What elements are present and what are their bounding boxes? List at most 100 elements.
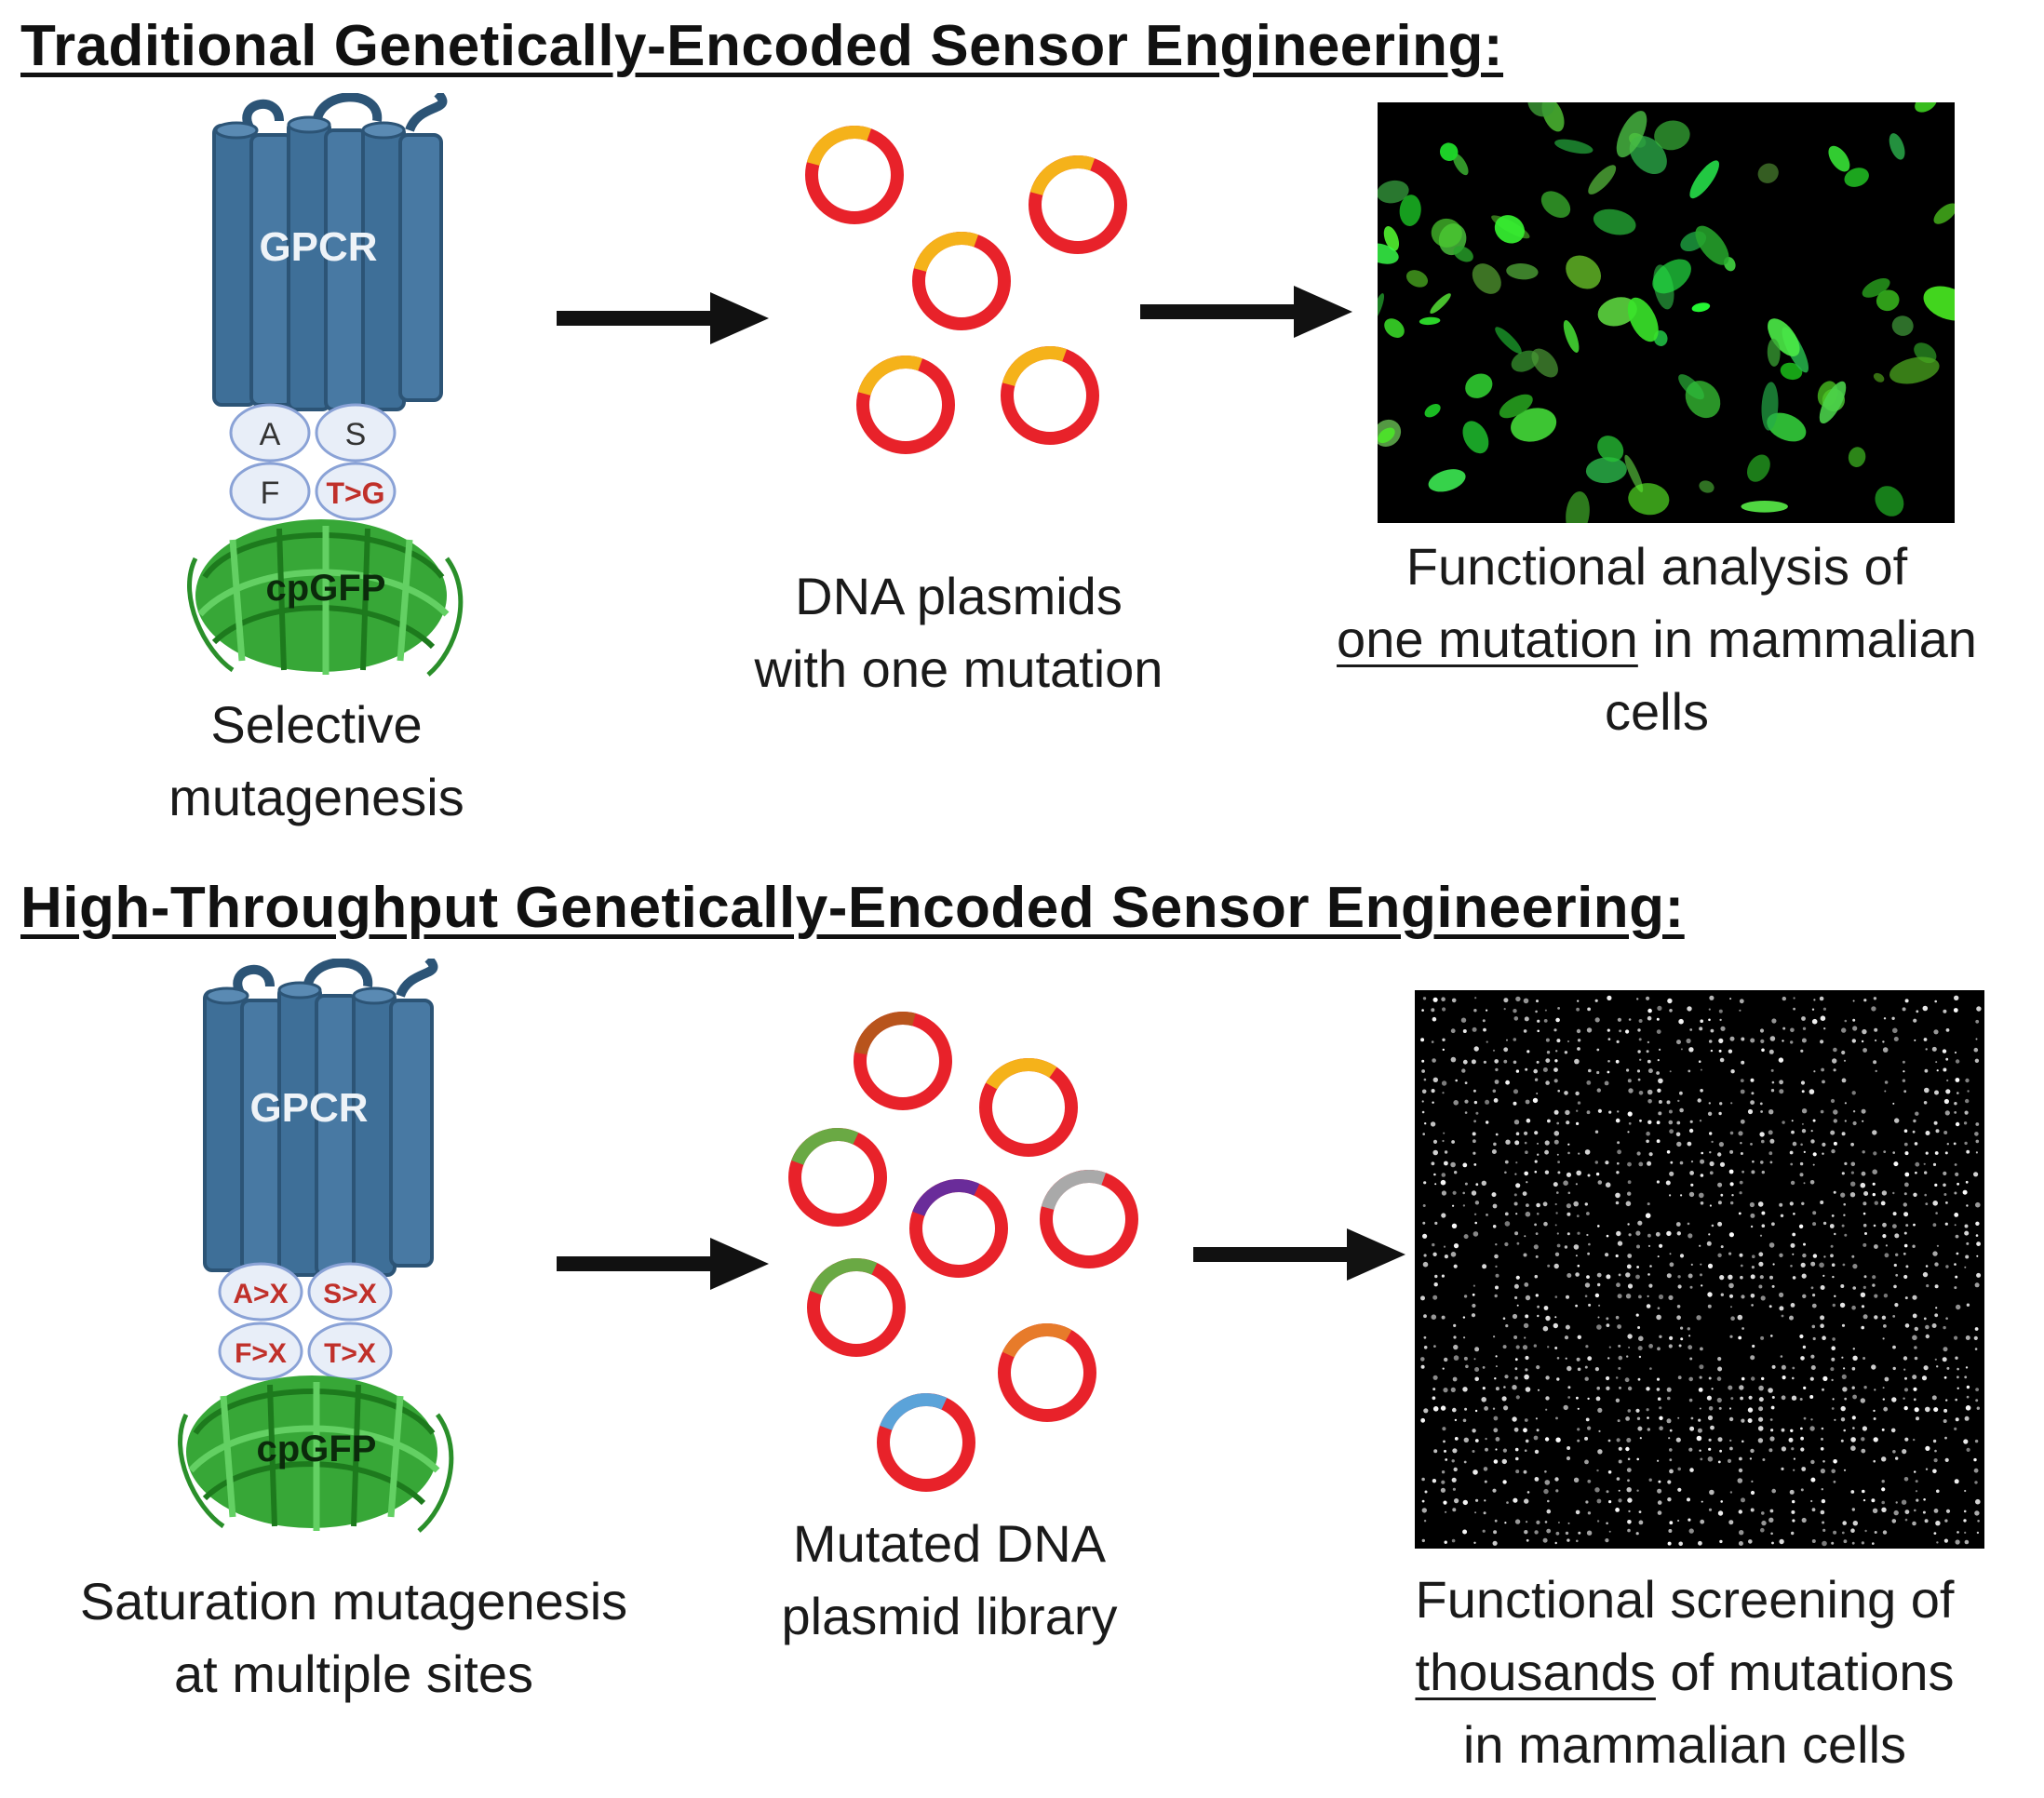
- array-spot: [1935, 1521, 1941, 1526]
- array-spot: [1536, 1093, 1539, 1094]
- array-spot: [1678, 1541, 1683, 1547]
- array-spot: [1882, 1530, 1888, 1535]
- array-spot: [1852, 1110, 1856, 1113]
- array-spot: [1770, 1335, 1773, 1337]
- array-spot: [1545, 1408, 1548, 1411]
- array-spot: [1883, 1294, 1889, 1298]
- array-spot: [1646, 1408, 1649, 1412]
- array-spot: [1598, 1429, 1601, 1432]
- array-spot: [1462, 1387, 1468, 1392]
- array-spot: [1566, 1203, 1571, 1209]
- array-spot: [1617, 1241, 1623, 1246]
- array-spot: [1461, 1068, 1466, 1073]
- array-spot: [1771, 1364, 1776, 1369]
- array-spot: [1616, 1171, 1620, 1174]
- array-spot: [1513, 1427, 1519, 1432]
- array-spot: [1860, 1292, 1866, 1297]
- array-spot: [1833, 1109, 1838, 1115]
- array-spot: [1963, 1121, 1968, 1125]
- array-spot: [1934, 1262, 1939, 1267]
- array-spot: [1963, 1439, 1969, 1444]
- array-spot: [1943, 1408, 1948, 1413]
- array-spot: [1904, 1376, 1907, 1380]
- cell-blob: [1695, 225, 1729, 265]
- array-spot: [1420, 1038, 1425, 1042]
- array-spot: [1861, 1171, 1866, 1176]
- array-spot: [1760, 1527, 1765, 1533]
- array-spot: [1791, 1395, 1797, 1401]
- array-spot: [1453, 1344, 1459, 1350]
- array-spot: [1494, 1080, 1499, 1084]
- array-spot: [1812, 1119, 1816, 1122]
- array-spot: [1830, 1130, 1836, 1135]
- cell-blob: [1424, 403, 1441, 418]
- gpcr-cpgfp-sensor-bottom: GPCR A>X S>X F>X T>X cpGFP: [178, 959, 454, 1533]
- array-spot: [1440, 1405, 1446, 1411]
- array-spot: [1717, 1182, 1723, 1187]
- array-spot: [1464, 1111, 1468, 1114]
- array-spot: [1882, 1337, 1885, 1340]
- array-spot: [1534, 1131, 1539, 1135]
- array-spot: [1747, 1407, 1754, 1413]
- array-spot: [1716, 1397, 1722, 1403]
- array-spot: [1524, 1530, 1528, 1535]
- array-spot: [1584, 1202, 1588, 1206]
- array-spot: [1432, 1406, 1439, 1412]
- array-spot: [1503, 998, 1509, 1003]
- cell-blob: [1889, 356, 1940, 384]
- array-spot: [1720, 1193, 1724, 1197]
- cell-blob: [1494, 215, 1525, 244]
- arrow-right-icon: [1193, 1228, 1405, 1281]
- array-spot: [1423, 1520, 1427, 1523]
- cell-blob: [1495, 327, 1522, 354]
- array-spot: [1728, 1232, 1734, 1238]
- array-spot: [1535, 1010, 1538, 1013]
- array-spot: [1619, 1386, 1621, 1389]
- array-spot: [1557, 1161, 1560, 1163]
- array-spot: [1666, 1387, 1672, 1392]
- array-spot: [1515, 1395, 1520, 1400]
- array-spot: [1595, 1396, 1601, 1402]
- array-spot: [1700, 1159, 1705, 1164]
- array-spot: [1851, 1416, 1856, 1420]
- cell-blob: [1499, 394, 1533, 419]
- array-spot: [1841, 1050, 1846, 1055]
- array-spot: [1904, 1172, 1910, 1177]
- array-spot: [1515, 1069, 1520, 1073]
- functional-screening-caption: Functional screening of thousands of mut…: [1331, 1563, 2038, 1781]
- cpgfp-label: cpGFP: [257, 1429, 377, 1469]
- cell-blob: [1873, 372, 1885, 382]
- array-spot: [1750, 1038, 1755, 1043]
- array-spot: [1803, 1416, 1807, 1420]
- array-spot: [1432, 1149, 1438, 1156]
- array-spot: [1964, 1531, 1967, 1534]
- array-spot: [1554, 1252, 1560, 1256]
- array-spot: [1820, 1285, 1825, 1290]
- array-spot: [1627, 1079, 1632, 1083]
- array-spot: [1758, 1261, 1764, 1267]
- array-spot: [1564, 1335, 1569, 1340]
- site-label-mutated: F>X: [235, 1338, 287, 1369]
- array-spot: [1893, 1510, 1899, 1516]
- array-spot: [1788, 1437, 1794, 1442]
- array-spot: [1903, 1388, 1909, 1392]
- array-spot: [1749, 1201, 1755, 1208]
- array-spot: [1472, 1429, 1476, 1433]
- array-spot: [1975, 1038, 1978, 1040]
- array-spot: [1752, 1344, 1755, 1348]
- array-spot: [1810, 1139, 1815, 1144]
- array-spot: [1730, 1306, 1732, 1308]
- array-spot: [1956, 1252, 1959, 1255]
- array-spot: [1832, 1303, 1836, 1308]
- underlined-emphasis: thousands: [1415, 1643, 1656, 1701]
- array-spot: [1628, 1510, 1631, 1513]
- array-spot: [1675, 1437, 1681, 1442]
- array-spot: [1648, 1283, 1653, 1288]
- array-spot: [1831, 1148, 1836, 1154]
- array-spot: [1482, 1366, 1486, 1369]
- array-spot: [1821, 1427, 1824, 1430]
- array-spot: [1669, 1129, 1674, 1134]
- array-spot: [1830, 1367, 1835, 1372]
- caption-line: at multiple sites: [174, 1644, 533, 1703]
- array-spot: [1442, 1092, 1445, 1094]
